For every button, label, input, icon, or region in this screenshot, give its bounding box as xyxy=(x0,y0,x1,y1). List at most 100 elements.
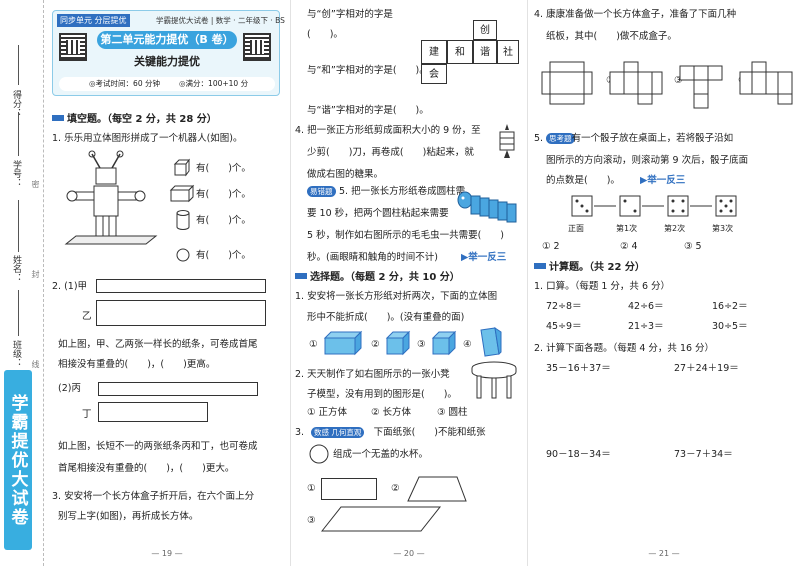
qr-code-icon xyxy=(243,33,271,61)
q4-line-1: 4. 把一张正方形纸剪成面积大小的 9 份，至 xyxy=(295,125,481,136)
strip-bing xyxy=(98,382,258,396)
q3-line-1: 与“创”字相对的字是 xyxy=(307,9,393,20)
choice-q3-option[interactable]: ③ xyxy=(307,515,316,526)
q4-line-2: 少剪( )刀，再卷成( )粘起来，就 xyxy=(307,147,474,158)
net-option-3 xyxy=(679,65,723,109)
choice-q5-line-3: 的点数是( )。 xyxy=(546,175,620,186)
choice-q5-line-2: 图所示的方向滚动，则滚动第 9 次后，骰子底面 xyxy=(546,155,749,166)
q4-line-3: 做成右图的糖果。 xyxy=(307,169,384,180)
section-marker xyxy=(534,262,546,269)
choice-q5-option-1[interactable]: ① 2 xyxy=(542,241,560,252)
choice-q3-badge: 数感 几何直观 xyxy=(311,427,365,438)
choice-q1-option[interactable]: ④ xyxy=(463,339,472,350)
calc2-title: 2. 计算下面各题。（每题 4 分，共 16 分） xyxy=(534,343,715,354)
circle-paper-icon xyxy=(309,444,329,464)
exam-info: ◎考试时间：60 分钟 ◎满分：100+10 分 xyxy=(59,77,275,91)
choice-q1-option[interactable]: ② xyxy=(371,339,380,350)
choice-q3-line-1: 3. 下面纸张( )不能和纸张 xyxy=(295,427,486,438)
q1-cube-count: 有( )个。 xyxy=(196,163,251,174)
dice-label-3: 第3次 xyxy=(712,224,734,233)
choice-q3-option[interactable]: ② xyxy=(391,483,400,494)
q3-line-3: 与“和”字相对的字是( )。 xyxy=(307,65,429,76)
strip-jia xyxy=(96,279,266,293)
blue-cube-icon xyxy=(385,330,411,356)
q3-text-a: 3. 安安将一个长方体盒子折开后，在六个面上分 xyxy=(52,491,255,502)
net-option-4 xyxy=(739,61,793,105)
id-label: 学号： xyxy=(11,160,21,187)
score-line xyxy=(18,45,19,85)
parallelogram-paper xyxy=(320,506,442,532)
net-face: 和 xyxy=(447,40,473,64)
calc1-item: 30÷5＝ xyxy=(712,321,748,332)
page-20: 与“创”字相对的字是 ( )。 与“和”字相对的字是( )。 与“谐”字相对的字… xyxy=(290,0,527,566)
q5-line-2: 要 10 秒，把两个圆柱粘起来需要 xyxy=(307,208,449,219)
box-net-figure: 创 建 和 谐 社 会 xyxy=(421,20,521,100)
class-label: 班级： xyxy=(11,340,21,367)
q3-line-4: 与“谐”字相对的字是( )。 xyxy=(307,105,429,116)
net-face: 会 xyxy=(421,64,447,84)
choice-q4-line-1: 4. 康康准备做一个长方体盒子，准备了下面几种 xyxy=(534,9,737,20)
section-calculation: 计算题。（共 22 分） xyxy=(534,258,645,273)
section-title: 计算题。（共 22 分） xyxy=(549,262,645,273)
choice-q2-line-2: 子模型，没有用到的图形是( )。 xyxy=(307,389,457,400)
calc2-item: 35－16＋37＝ xyxy=(546,363,611,374)
seal-char-2: 封 xyxy=(31,270,40,278)
dice-label-2: 第2次 xyxy=(664,224,686,233)
page-21: 4. 康康准备做一个长方体盒子，准备了下面几种 纸板，其中( )做不成盒子。 ①… xyxy=(527,0,800,566)
q5-line-3: 5 秒，制作如右图所示的毛毛虫一共需要( ) xyxy=(307,230,504,241)
header-card: 同步单元 分层提优 学霸提优大试卷 | 数学 · 二年级下 · BS 第二单元能… xyxy=(52,10,285,96)
section-marker xyxy=(52,114,64,121)
caterpillar-icon xyxy=(457,191,517,223)
strip-ding xyxy=(98,402,208,422)
q2-label-ding: 丁 xyxy=(82,409,92,420)
dice-label-front: 正面 xyxy=(568,224,584,233)
page-number-20: — 20 — xyxy=(393,549,425,558)
seal-char-1: 密 xyxy=(31,180,40,188)
choice-q1-line-2: 形中不能折成( )。(没有重叠的面) xyxy=(307,312,465,323)
q1-text: 1. 乐乐用立体图形拼成了一个机器人(如图)。 xyxy=(52,133,243,144)
choice-q2-option-1[interactable]: ① 正方体 xyxy=(307,407,348,418)
q5-line-4: 秒。(画眼睛和触角的时间不计) xyxy=(307,252,438,263)
dice-label-1: 第1次 xyxy=(616,224,638,233)
cube-icon xyxy=(173,158,190,177)
q2-text-2a: 如上图，长短不一的两张纸条丙和丁，也可卷成 xyxy=(58,441,258,452)
choice-q5-option-3[interactable]: ③ 5 xyxy=(684,241,702,252)
cuboid-icon xyxy=(169,184,195,203)
choice-q5-extra-link[interactable]: ▶举一反三 xyxy=(640,175,686,186)
choice-q1-option[interactable]: ① xyxy=(309,339,318,350)
choice-q4-line-2: 纸板，其中( )做不成盒子。 xyxy=(546,31,677,42)
q2-label-bing: (2)丙 xyxy=(58,383,81,394)
binding-strip: 得分： 学号： 姓名： 班级： 密 封 线 学霸提优大试卷 xyxy=(0,0,44,566)
calc2-item: 90－18－34＝ xyxy=(546,449,611,460)
dice-sequence-figure xyxy=(571,195,737,217)
q5-extra-link[interactable]: ▶举一反三 xyxy=(461,252,507,263)
exam-score: ◎满分：100+10 分 xyxy=(179,79,249,88)
choice-q1-line-1: 1. 安安将一张长方形纸对折两次，下面的立体图 xyxy=(295,291,498,302)
net-option-2 xyxy=(609,61,663,105)
calc2-item: 27＋24＋19＝ xyxy=(674,363,739,374)
net-face: 建 xyxy=(421,40,447,64)
section-title: 填空题。（每空 2 分，共 28 分） xyxy=(67,114,217,125)
choice-q4-option[interactable]: ③ xyxy=(674,75,683,86)
blue-prism-icon xyxy=(480,326,502,357)
calc1-item: 45÷9＝ xyxy=(546,321,582,332)
choice-q5-option-2[interactable]: ② 4 xyxy=(620,241,638,252)
subtitle: 关键能力提优 xyxy=(134,55,200,68)
choice-q3-option[interactable]: ① xyxy=(307,483,316,494)
section-fill-blank: 填空题。（每空 2 分，共 28 分） xyxy=(52,110,217,125)
q1-cuboid-count: 有( )个。 xyxy=(196,189,251,200)
trapezoid-paper xyxy=(407,476,467,502)
page-number-21: — 21 — xyxy=(648,549,680,558)
choice-q2-option-3[interactable]: ③ 圆柱 xyxy=(437,407,468,418)
net-face: 创 xyxy=(473,20,497,40)
choice-q1-option[interactable]: ③ xyxy=(417,339,426,350)
q5-line-1: 5. 把一张长方形纸卷成圆柱需 xyxy=(339,186,466,197)
score-label: 得分： xyxy=(11,90,21,117)
sphere-icon xyxy=(176,248,190,262)
q2-label-jia: 2. (1)甲 xyxy=(52,281,88,292)
cylinder-icon xyxy=(176,210,190,230)
q2-label-yi: 乙 xyxy=(82,311,92,322)
q2-text-1a: 如上图，甲、乙两张一样长的纸条，可卷成首尾 xyxy=(58,339,258,350)
choice-q2-option-2[interactable]: ② 长方体 xyxy=(371,407,412,418)
calc1-item: 21÷3＝ xyxy=(628,321,664,332)
